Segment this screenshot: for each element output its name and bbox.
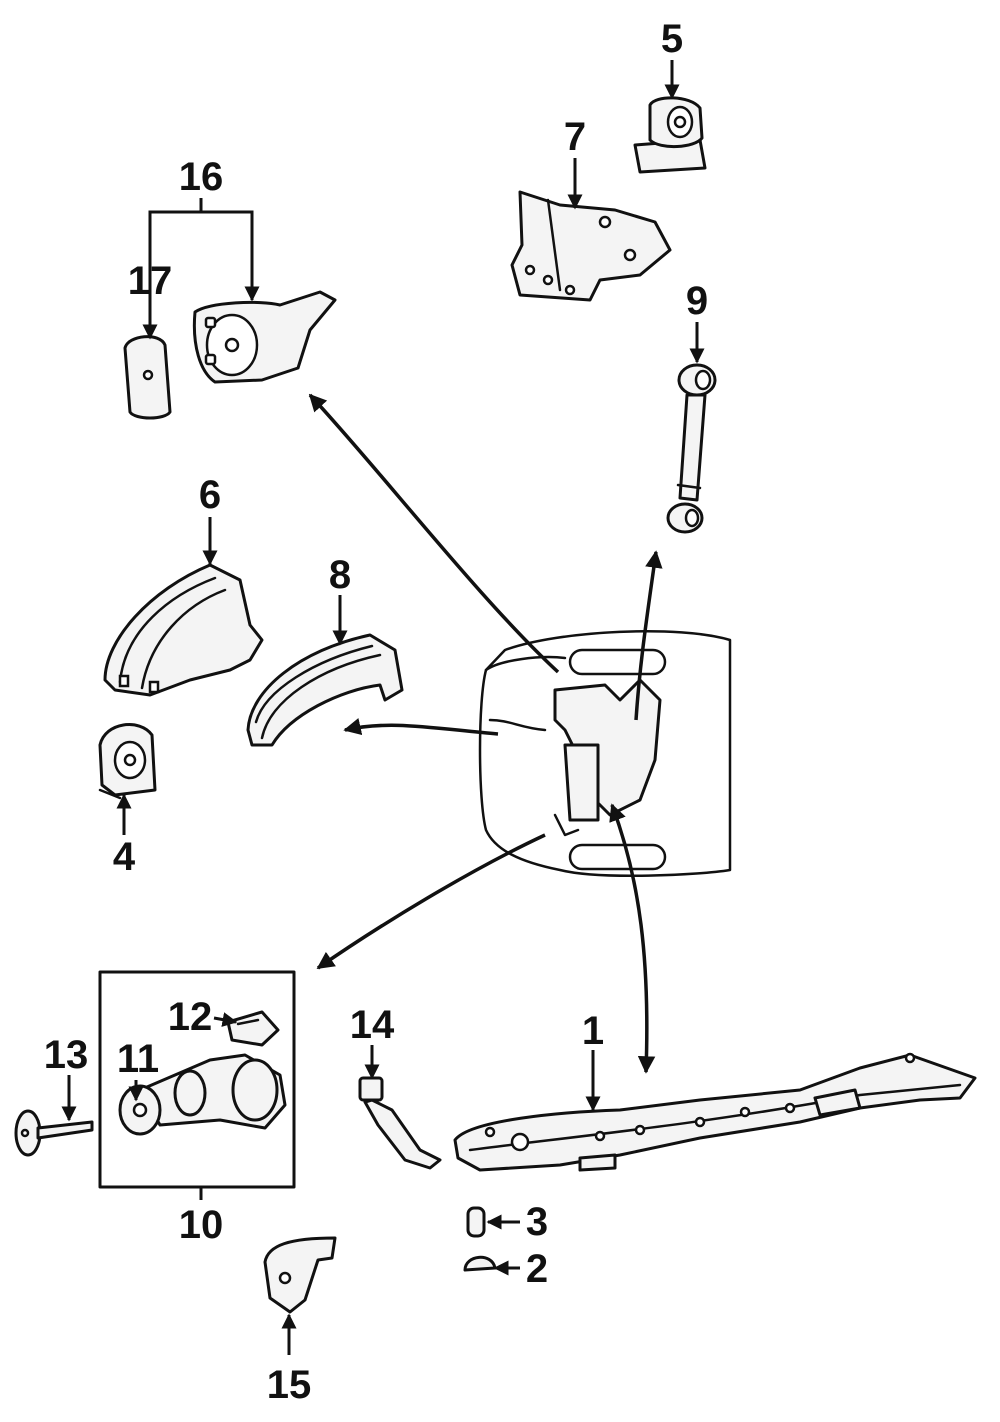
- part-8-insulator: [246, 633, 404, 747]
- part-15-bracket: [263, 1236, 337, 1314]
- callout-1: 1: [582, 1009, 604, 1053]
- part-1-crossmember: [453, 1052, 977, 1172]
- callout-6: 6: [199, 473, 221, 517]
- part-13-bolt: [14, 1109, 94, 1157]
- pointer-arrows: [308, 393, 663, 1074]
- callout-11: 11: [117, 1037, 159, 1081]
- part-3-pin: [466, 1206, 486, 1238]
- callout-3: 3: [526, 1200, 548, 1244]
- part-4-mount: [98, 723, 157, 800]
- leader-lines: [61, 60, 705, 1355]
- part-5-mount: [633, 96, 707, 174]
- callout-7: 7: [564, 115, 586, 159]
- vehicle-slot-bottom: [568, 843, 667, 871]
- vehicle-outline: [478, 630, 732, 878]
- part-17-plate: [123, 335, 172, 420]
- callout-8: 8: [329, 553, 351, 597]
- callout-12: 12: [168, 995, 213, 1039]
- part-16-mount: [192, 290, 337, 384]
- callout-13: 13: [44, 1033, 89, 1077]
- callout-16: 16: [179, 155, 224, 199]
- part-11-mount: [118, 1053, 287, 1136]
- callout-15: 15: [267, 1363, 312, 1407]
- part-14-bracket: [358, 1076, 442, 1170]
- callout-labels: 5 7 16 17 9 6 8 4 12 11 13 14 1 10 3 2 1…: [44, 17, 708, 1407]
- callout-9: 9: [686, 279, 708, 323]
- callout-14: 14: [350, 1003, 395, 1047]
- part-2-nut: [463, 1255, 497, 1272]
- part-7-bracket: [510, 190, 672, 302]
- callout-5: 5: [661, 17, 683, 61]
- part-12-stopper: [226, 1010, 280, 1047]
- callout-17: 17: [128, 259, 173, 303]
- callout-4: 4: [113, 835, 136, 879]
- callout-2: 2: [526, 1247, 548, 1291]
- vehicle-slot-top: [568, 648, 667, 676]
- callout-10: 10: [179, 1203, 224, 1247]
- part-9-strut: [666, 363, 717, 534]
- part-6-shield: [103, 563, 264, 697]
